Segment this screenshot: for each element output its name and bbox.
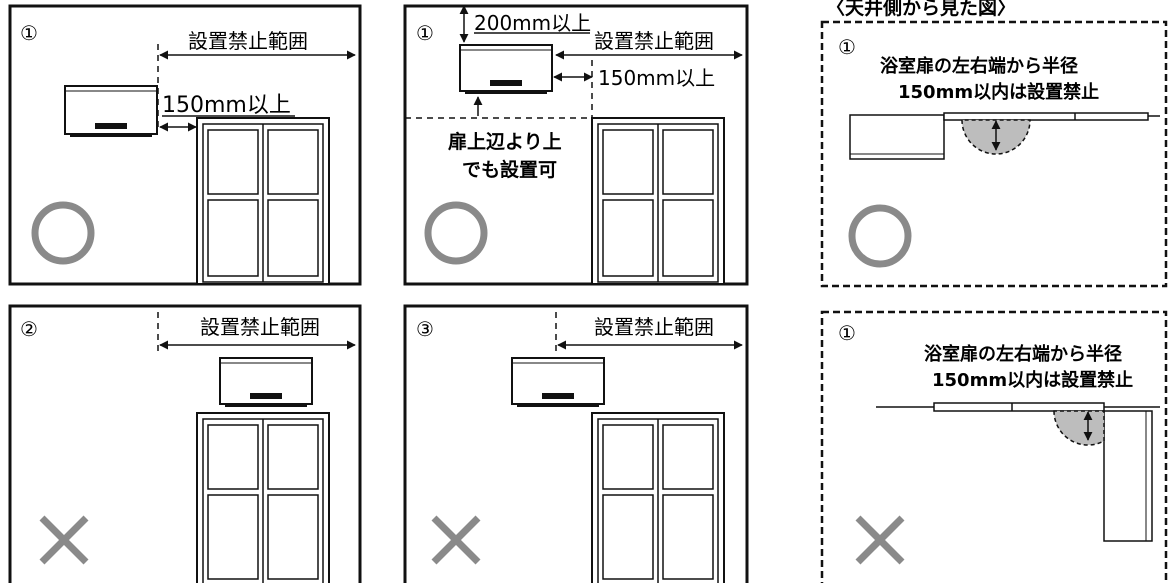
panel-number: ① xyxy=(838,35,856,59)
double-door-icon xyxy=(196,117,330,285)
panel-number: ① xyxy=(416,21,434,45)
panel-top-middle: ① 200mm以上 設置禁止範囲 150mm以上 扉上辺より上 でも設置可 xyxy=(403,4,749,286)
panel-top-left: ① 設置禁止範囲 150mm以上 ○ xyxy=(8,4,362,286)
wall-unit-icon xyxy=(219,357,313,407)
panel-frame xyxy=(403,4,749,286)
prohibited-zone-label: 設置禁止範囲 xyxy=(200,315,320,339)
panel-number: ① xyxy=(20,21,38,45)
panel-frame xyxy=(8,304,362,583)
note-line-2: 150mm以内は設置禁止 xyxy=(898,81,1099,103)
wall-unit-top-view-icon xyxy=(1103,410,1153,542)
circle-ok-icon xyxy=(31,201,95,265)
clearance-label: 150mm以上 xyxy=(162,93,291,118)
note-line-1: 浴室扉の左右端から半径 xyxy=(880,55,1078,77)
panel-frame xyxy=(820,310,1168,583)
double-door-icon xyxy=(591,412,725,583)
cross-ng-icon xyxy=(39,515,89,565)
panel-bottom-middle: ③ 設置禁止範囲 × xyxy=(403,304,749,583)
door-top-view-icon xyxy=(943,112,1160,121)
panel-number: ② xyxy=(20,317,38,341)
top-clearance-label: 200mm以上 xyxy=(474,11,591,35)
side-clearance-label: 150mm以上 xyxy=(598,66,715,90)
panel-frame xyxy=(8,4,362,286)
wall-unit-icon xyxy=(64,85,158,137)
prohibited-zone-label: 設置禁止範囲 xyxy=(594,29,714,53)
door-top-view-icon xyxy=(876,402,1160,412)
prohibited-zone-label: 設置禁止範囲 xyxy=(188,29,308,53)
note-line-2: 150mm以内は設置禁止 xyxy=(932,369,1133,391)
circle-ok-icon xyxy=(848,204,912,268)
panel-bottom-left: ② 設置禁止範囲 × xyxy=(8,304,362,583)
cross-ng-icon xyxy=(855,515,905,565)
circle-ok-icon xyxy=(424,201,488,265)
panel-frame xyxy=(820,20,1168,288)
ceiling-view-title: 〈天井側から見た図〉 xyxy=(826,0,1016,19)
prohibited-zone-label: 設置禁止範囲 xyxy=(594,315,714,339)
note-line-1: 扉上辺より上 xyxy=(448,130,562,153)
wall-unit-top-view-icon xyxy=(849,114,945,160)
note-line-1: 浴室扉の左右端から半径 xyxy=(924,343,1122,365)
wall-unit-icon xyxy=(511,357,605,407)
cross-ng-icon xyxy=(431,515,481,565)
panel-top-right: ① 浴室扉の左右端から半径 150mm以内は設置禁止 ○ xyxy=(820,20,1168,288)
double-door-icon xyxy=(591,117,725,285)
panel-number: ③ xyxy=(416,317,434,341)
wall-unit-icon xyxy=(459,44,553,94)
panel-frame xyxy=(403,304,749,583)
double-door-icon xyxy=(196,412,330,583)
prohibited-radius-hatch xyxy=(1053,410,1105,446)
note-line-2: でも設置可 xyxy=(462,158,557,181)
panel-number: ① xyxy=(838,321,856,345)
